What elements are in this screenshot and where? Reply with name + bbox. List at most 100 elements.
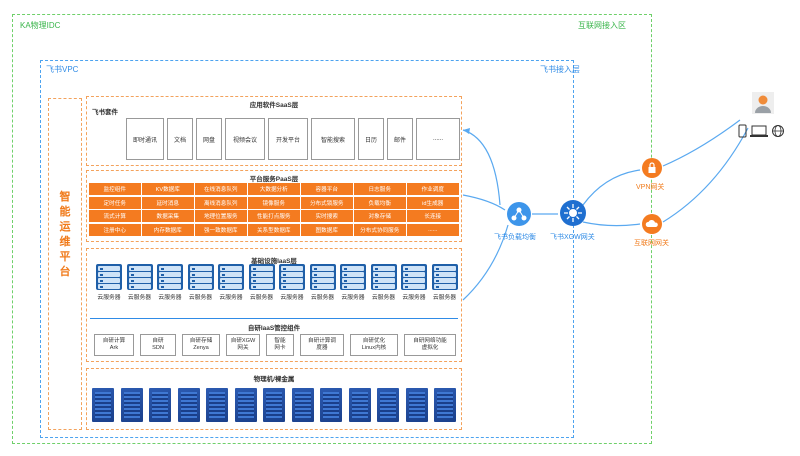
paas-service: ...... (407, 223, 459, 236)
saas-item: 开发平台 (268, 118, 308, 160)
paas-service: 注册中心 (89, 223, 141, 236)
saas-item: 视频会议 (225, 118, 265, 160)
paas-layer (86, 170, 462, 242)
server-label: 云服务器 (249, 295, 274, 301)
iaas-component: 自研XGW 网关 (226, 334, 260, 356)
xgw-icon (560, 200, 586, 226)
physical-server-icon (149, 388, 171, 422)
iaas-component: 智能 网卡 (266, 334, 294, 356)
paas-service: 作业调度 (407, 183, 459, 195)
paas-service: 实时搜索 (301, 210, 353, 222)
paas-service: 分布式协同服务 (354, 223, 406, 236)
internet-gw-label: 互联网网关 (634, 240, 669, 247)
paas-service: 性能打点服务 (248, 210, 300, 222)
physical-server-icon (120, 388, 143, 422)
server-label: 云服务器 (432, 295, 457, 301)
paas-service: 强一致数据库 (195, 223, 247, 236)
cloud-server-icon: 云服务器 (96, 264, 122, 301)
physical-server-icon (234, 388, 257, 422)
vpc-boundary (40, 60, 574, 438)
physical-title: 物理机/裸金属 (253, 376, 295, 383)
server-label: 云服务器 (371, 295, 396, 301)
server-label: 云服务器 (402, 295, 426, 301)
saas-item: ...... (416, 118, 460, 160)
access-layer-label: 飞书接入层 (540, 65, 580, 74)
server-label: 云服务器 (127, 295, 152, 301)
physical-server-icon (320, 388, 342, 422)
idc-label: KA物理IDC (20, 21, 61, 30)
cloud-server-icon: 云服务器 (279, 264, 305, 301)
internet-zone-label: 互联网接入区 (578, 21, 626, 30)
physical-server-icon (405, 388, 428, 422)
paas-service: 离线消息队列 (195, 196, 247, 209)
paas-service: 定时任务 (89, 196, 141, 209)
iaas-component: 自研存储 Zenya (182, 334, 220, 356)
slb-label: 飞书负载均衡 (494, 234, 536, 241)
iaas-component: 自研 SDN (140, 334, 176, 356)
slb-icon (507, 202, 531, 226)
paas-service: 图数据库 (301, 223, 353, 236)
cloud-server-icon: 云服务器 (126, 264, 153, 301)
cloud-server-icon: 云服务器 (431, 264, 458, 301)
server-label: 云服务器 (188, 295, 213, 301)
iaas-mgmt-title: 自研IaaS管控组件 (247, 325, 301, 332)
server-label: 云服务器 (280, 295, 304, 301)
paas-service: KV数据库 (142, 183, 194, 195)
paas-service: 容器平台 (301, 183, 353, 195)
paas-service: 数据采集 (142, 210, 194, 222)
saas-item: 日历 (358, 118, 384, 160)
paas-title: 平台服务PaaS层 (249, 176, 299, 183)
paas-service: 延时消息 (142, 196, 194, 209)
paas-service: 关系型数据库 (248, 223, 300, 236)
user-icon (752, 92, 774, 114)
vpn-label: VPN网关 (636, 184, 665, 191)
server-label: 云服务器 (97, 295, 121, 301)
paas-service: 内存数据库 (142, 223, 194, 236)
iaas-component: 自研计算 Ark (94, 334, 134, 356)
physical-server-icon (434, 388, 456, 422)
server-label: 云服务器 (158, 295, 182, 301)
iaas-title: 基础设施IaaS层 (251, 258, 297, 265)
cloud-server-icon: 云服务器 (157, 264, 183, 301)
iaas-component: 自研网络功能 虚拟化 (404, 334, 456, 356)
suite-label: 飞书套件 (92, 109, 118, 116)
paas-service: 在线消息队列 (195, 183, 247, 195)
ops-platform-box (48, 98, 82, 430)
vpn-lock-icon (642, 158, 662, 178)
vpc-label: 飞书VPC (46, 65, 79, 74)
saas-item: 智能搜索 (311, 118, 355, 160)
cloud-server-icon: 云服务器 (218, 264, 244, 301)
paas-service: 长连接 (407, 210, 459, 222)
saas-item: 邮件 (387, 118, 413, 160)
server-label: 云服务器 (341, 295, 365, 301)
saas-item: 网盘 (196, 118, 222, 160)
paas-service: 地理位置服务 (195, 210, 247, 222)
saas-item: 文档 (167, 118, 193, 160)
devices-icon (738, 124, 788, 138)
paas-service: id生成器 (407, 196, 459, 209)
physical-server-icon (377, 388, 399, 422)
paas-service: 对象存储 (354, 210, 406, 222)
physical-server-icon (177, 388, 200, 422)
cloud-server-icon: 云服务器 (309, 264, 336, 301)
paas-service: 负载均衡 (354, 196, 406, 209)
paas-service: 大数据分析 (248, 183, 300, 195)
paas-service: 监控组件 (89, 183, 141, 195)
saas-item: 即时通讯 (126, 118, 164, 160)
paas-service: 分布式锁服务 (301, 196, 353, 209)
iaas-component: 自研优化 Linux内核 (350, 334, 398, 356)
server-label: 云服务器 (219, 295, 243, 301)
physical-server-icon (291, 388, 314, 422)
iaas-component: 自研计算调 度器 (300, 334, 344, 356)
cloud-server-icon: 云服务器 (340, 264, 366, 301)
saas-layer (86, 96, 462, 166)
cloud-server-icon: 云服务器 (248, 264, 275, 301)
paas-service: 镜像服务 (248, 196, 300, 209)
saas-title: 应用软件SaaS层 (249, 102, 299, 109)
iaas-divider (90, 318, 458, 319)
server-label: 云服务器 (310, 295, 335, 301)
physical-server-icon (348, 388, 371, 422)
physical-server-icon (206, 388, 228, 422)
paas-service: 流式计算 (89, 210, 141, 222)
